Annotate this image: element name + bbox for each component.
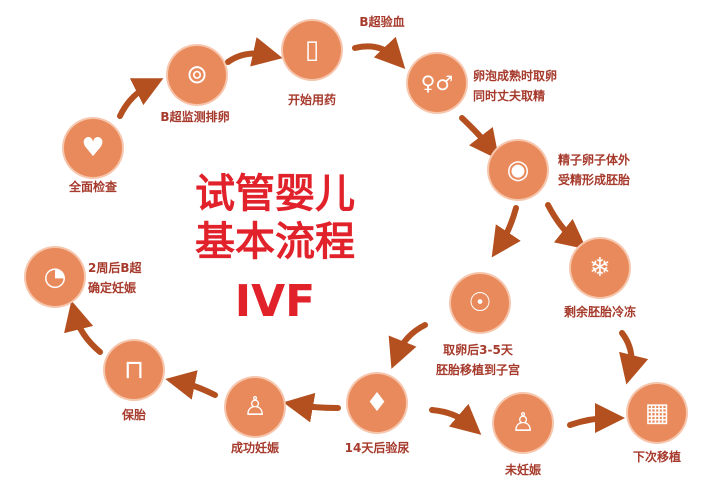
- sperm-egg-icon: ◉: [489, 141, 547, 199]
- label-retrieval-1: 卵泡成熟时取卵: [473, 69, 558, 83]
- label-confirm-1: 2周后B超: [88, 261, 142, 275]
- hospital-icon: ▦: [628, 384, 686, 442]
- label-urine-test: 14天后验尿: [344, 441, 410, 455]
- label-not-pregnant: 未妊娠: [504, 463, 542, 477]
- not-pregnant-icon: ♙: [494, 394, 552, 452]
- hands-icon: ☉: [451, 274, 509, 332]
- drop-icon: ♦: [348, 374, 406, 432]
- label-retrieval-2: 同时丈夫取精: [473, 89, 546, 103]
- label-ultrasound-ovulation: B超监测排卵: [160, 110, 230, 124]
- arrow-urine-to-not-pregnant: [429, 403, 482, 435]
- arrow-fertilization-to-transfer: [491, 205, 521, 258]
- title-line-1: 试管婴儿: [195, 171, 355, 217]
- heart-icon: ♥: [64, 119, 122, 177]
- bed-icon: ⊓: [105, 341, 163, 399]
- label-transfer-2: 胚胎移植到子宫: [435, 363, 521, 377]
- pregnant-icon: ♙: [226, 378, 284, 436]
- label-ultrasound-blood: B超验血: [359, 15, 405, 29]
- arrow-checkup-to-ultrasound: [117, 78, 164, 119]
- arrow-not-pregnant-to-next: [567, 403, 625, 434]
- arrow-urine-to-success: [283, 392, 341, 423]
- label-fertilization-2: 受精形成胚胎: [558, 173, 631, 187]
- label-transfer-1: 取卵后3-5天: [443, 343, 513, 357]
- arrow-keep-to-confirm: [64, 300, 103, 355]
- arrow-ultrasound-to-medication: [225, 37, 283, 67]
- snowflake-icon: ❄: [571, 239, 629, 297]
- label-next-transfer: 下次移植: [632, 450, 682, 464]
- arrow-retrieval-to-fertilization: [459, 115, 500, 160]
- label-keep: 保胎: [121, 408, 147, 422]
- label-success: 成功妊娠: [230, 441, 280, 455]
- medicine-bottle-icon: ▯: [283, 21, 341, 79]
- label-freeze: 剩余胚胎冷冻: [563, 305, 637, 319]
- label-confirm-2: 确定妊娠: [88, 281, 137, 295]
- egg-cell-icon: ⊚: [168, 46, 226, 104]
- arrow-success-to-keep: [165, 370, 218, 400]
- label-start-medication: 开始用药: [287, 93, 337, 107]
- gender-icon: ♀♂: [408, 54, 466, 112]
- fetus-icon: ◔: [26, 248, 84, 306]
- label-fertilization-1: 精子卵子体外: [558, 153, 631, 167]
- arrow-medication-to-blood: [352, 36, 406, 69]
- arrow-fertilization-to-freeze: [545, 202, 587, 250]
- title-line-2: 基本流程: [195, 219, 355, 265]
- arrow-transfer-to-urine: [388, 322, 428, 369]
- arrow-freeze-to-next: [619, 330, 649, 385]
- title-ivf: IVF: [234, 276, 316, 327]
- label-checkup: 全面检查: [68, 180, 118, 194]
